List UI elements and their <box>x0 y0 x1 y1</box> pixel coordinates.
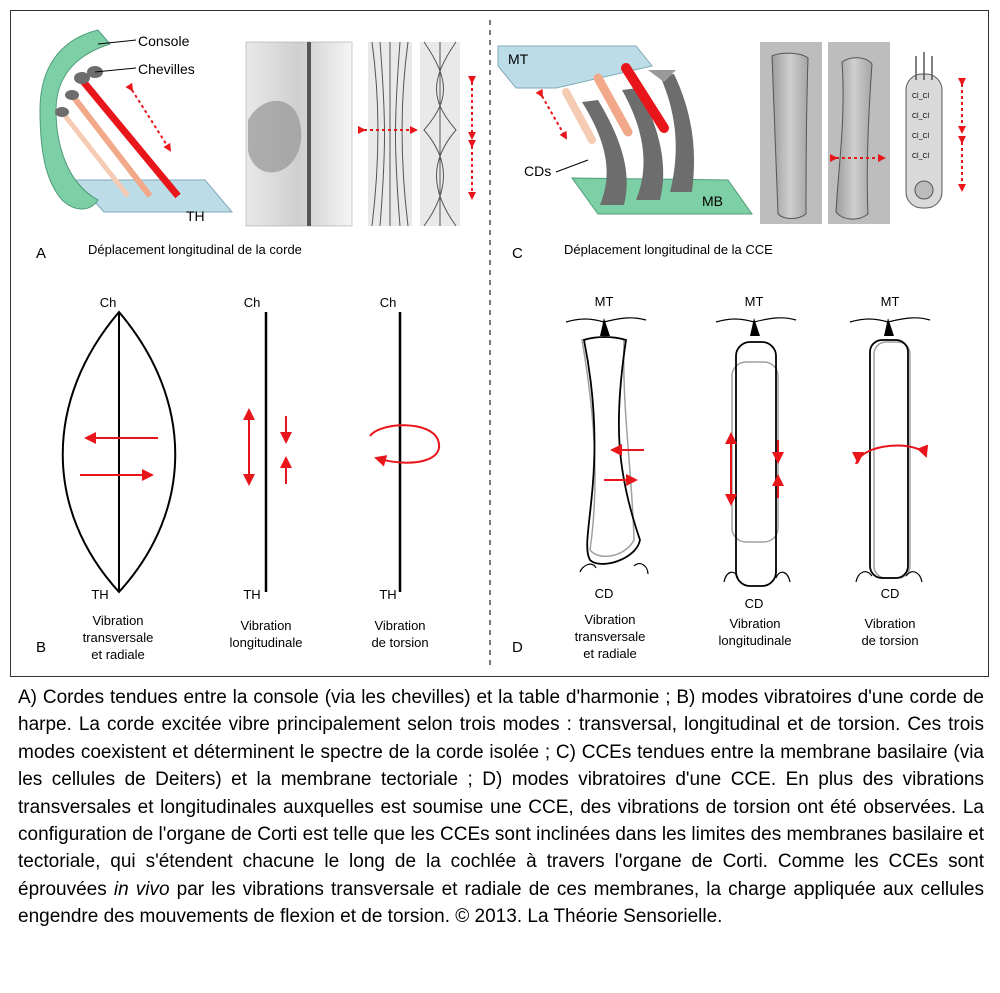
deiters-cell-1 <box>582 100 627 205</box>
figure-caption: A) Cordes tendues entre la console (via … <box>18 684 984 931</box>
mb-label: MB <box>702 193 723 209</box>
caption-italic: in vivo <box>113 878 170 900</box>
d-top-label-1: MT <box>595 294 614 309</box>
ohc-2 <box>593 73 633 137</box>
panel-c-title: Déplacement longitudinal de la CCE <box>564 242 773 257</box>
b-mode-2-line2: longitudinale <box>229 635 302 650</box>
b-bottom-label-3: TH <box>379 587 396 602</box>
deiters-cell-2 <box>622 88 664 200</box>
caption-text-end: par les vibrations transversale et radia… <box>18 878 984 928</box>
cell-marker-2: Cl_Cl <box>912 113 930 120</box>
longitudinal-arrow <box>125 82 172 152</box>
b-mode-3-line2: de torsion <box>371 635 428 650</box>
d-bundle-2 <box>750 318 760 336</box>
d-bottom-label-3: CD <box>881 586 900 601</box>
peg-3 <box>74 72 90 84</box>
caption-text: A) Cordes tendues entre la console (via … <box>18 687 984 900</box>
d-top-label-2: MT <box>745 294 764 309</box>
vibration-lines-2 <box>423 41 457 227</box>
b-mode-2-line1: Vibration <box>240 618 291 633</box>
d-cell-2 <box>735 341 777 587</box>
mt-label: MT <box>508 51 529 67</box>
cds-label: CDs <box>524 163 551 179</box>
cds-leader <box>555 159 589 173</box>
ohc-3 <box>621 63 669 133</box>
panel-b-letter: B <box>36 639 46 656</box>
chevilles-label: Chevilles <box>138 61 195 77</box>
deiters-cell-3 <box>660 74 695 192</box>
d-membrane-1 <box>565 317 647 323</box>
d-cell-3 <box>869 339 909 579</box>
ohc-1 <box>562 88 596 144</box>
tectorial-membrane <box>497 45 653 89</box>
d-torsion-arrow-right <box>855 444 929 465</box>
d-mode-2-line2: longitudinale <box>718 633 791 648</box>
torsion-arrow <box>369 424 441 467</box>
console-neck <box>39 29 111 210</box>
cell-cup <box>648 70 676 82</box>
console-label: Console <box>138 33 190 49</box>
d-deiters-cup-3 <box>855 571 923 583</box>
d-membrane-2 <box>715 317 797 323</box>
cell-nucleus <box>914 180 934 200</box>
console-leader <box>97 39 137 45</box>
d-cell-1 <box>582 336 641 565</box>
d-deiters-cup-1 <box>579 562 649 575</box>
b-mode-1-line2: transversale <box>83 630 154 645</box>
string-1 <box>60 110 130 198</box>
d-cell-2-ghost <box>731 361 779 543</box>
d-mode-3-line1: Vibration <box>864 616 915 631</box>
d-bottom-label-2: CD <box>745 596 764 611</box>
d-membrane-3 <box>849 317 931 323</box>
d-bundle-1 <box>600 318 610 336</box>
b-bottom-label-1: TH <box>91 587 108 602</box>
panel-d-letter: D <box>512 639 523 656</box>
cell-marker-3: Cl_Cl <box>912 133 930 140</box>
string-3 <box>79 77 181 199</box>
d-cell-3-ghost <box>873 341 911 579</box>
d-deiters-cup-2 <box>723 571 791 583</box>
b-mode-1-line1: Vibration <box>92 613 143 628</box>
d-bottom-label-1: CD <box>595 586 614 601</box>
finger-shape <box>248 100 302 173</box>
d-mode-3-line2: de torsion <box>861 633 918 648</box>
panel-b: Ch TH Ch TH Ch TH Vibration transversale… <box>36 295 441 662</box>
panel-d: MT CD MT CD MT CD Vibration transversale <box>512 294 931 661</box>
panel-c: MT CDs MB Cl_Cl Cl_Cl Cl_Cl Cl_Cl C Dépl… <box>497 42 966 262</box>
d-bundle-3 <box>884 318 894 336</box>
b-bottom-label-2: TH <box>243 587 260 602</box>
b-mode-1-line3: et radiale <box>91 647 144 662</box>
figure-frame <box>10 10 989 677</box>
b-top-label-3: Ch <box>380 295 397 310</box>
panel-c-letter: C <box>512 245 523 262</box>
sound-board <box>73 179 234 213</box>
panel-a: Console Chevilles TH A Déplacement longi… <box>36 29 476 262</box>
panel-a-title: Déplacement longitudinal de la corde <box>88 242 302 257</box>
th-label: TH <box>186 208 205 224</box>
c-longitudinal-arrow <box>535 88 567 140</box>
b-top-label-2: Ch <box>244 295 261 310</box>
b-mode-3-line1: Vibration <box>374 618 425 633</box>
d-mode-1-line1: Vibration <box>584 612 635 627</box>
cell-marker-4: Cl_Cl <box>912 153 930 160</box>
ohc-cell-2 <box>835 57 873 220</box>
d-mode-1-line2: transversale <box>575 629 646 644</box>
peg-2 <box>65 90 79 100</box>
panel-a-letter: A <box>36 245 46 262</box>
chevilles-leader <box>94 67 137 73</box>
figure-illustration: Console Chevilles TH A Déplacement longi… <box>36 20 966 670</box>
string-2 <box>69 93 153 198</box>
d-top-label-3: MT <box>881 294 900 309</box>
ohc-cell-1 <box>771 52 809 219</box>
peg-1 <box>55 107 69 117</box>
d-mode-2-line1: Vibration <box>729 616 780 631</box>
photo-string <box>307 42 311 226</box>
d-mode-1-line3: et radiale <box>583 646 636 661</box>
cell-marker-1: Cl_Cl <box>912 93 930 100</box>
b-top-label-1: Ch <box>100 295 117 310</box>
